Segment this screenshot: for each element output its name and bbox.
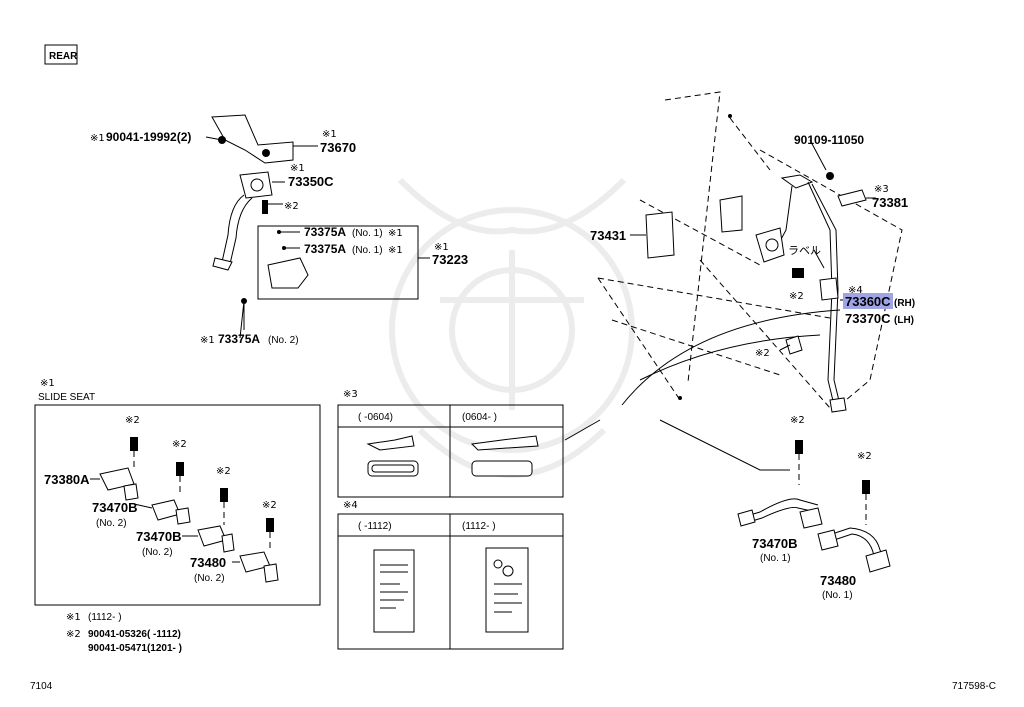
- mark-1-d: ※1: [388, 228, 403, 239]
- bolt-upper: [792, 268, 804, 278]
- watermark-logo: [389, 177, 635, 478]
- label-90041-19992: 90041-19992(2): [106, 130, 191, 144]
- mark-2-d: ※2: [790, 415, 805, 426]
- label-73470b-right: 73470B: [752, 536, 798, 551]
- mark-1-g: ※1: [200, 335, 215, 346]
- bolt-lower: [785, 335, 803, 355]
- mark-2-e: ※2: [857, 451, 872, 462]
- label-no2-b: (No. 2): [96, 518, 127, 529]
- mark-2-g: ※2: [172, 439, 187, 450]
- mark-2-c: ※2: [755, 348, 770, 359]
- label-73223: 73223: [432, 252, 468, 267]
- label-73670: 73670: [320, 140, 356, 155]
- slide-seat-parts: [90, 437, 279, 583]
- mark-1-c: ※1: [290, 163, 305, 174]
- table-3-col2: (0604- ): [462, 412, 497, 423]
- mark-2-b: ※2: [789, 291, 804, 302]
- table-3-col1: ( -0604): [358, 412, 393, 423]
- vehicle-body: [564, 91, 903, 471]
- label-73370c: 73370C: [845, 311, 891, 326]
- legend-text-1: (1112- ): [88, 612, 122, 623]
- label-no1-a: (No. 1): [352, 228, 383, 239]
- legend-text-2b: 90041-05471(1201- ): [88, 643, 182, 654]
- anchor-73223: [267, 230, 309, 289]
- legend-mark-1: ※1: [66, 612, 81, 623]
- label-no2-c: (No. 2): [142, 547, 173, 558]
- rear-tag-text: REAR: [49, 51, 78, 62]
- legend-text-2a: 90041-05326( -1112): [88, 629, 181, 640]
- label-rh: (RH): [894, 298, 915, 309]
- label-73350c: 73350C: [288, 174, 334, 189]
- label-arrow: [813, 249, 825, 269]
- buckle-73480-right: [817, 480, 891, 573]
- label-73375a-1b: 73375A: [304, 242, 346, 256]
- label-73480-left: 73480: [190, 555, 226, 570]
- bolt-90109-11050: [826, 172, 834, 180]
- mark-2-f: ※2: [125, 415, 140, 426]
- outer-belt-73360c: [755, 172, 867, 413]
- label-73470b-b: 73470B: [136, 529, 182, 544]
- bolt-73350c: [262, 200, 268, 214]
- center-belt-assembly: [211, 114, 294, 330]
- bracket-73670: [211, 114, 294, 164]
- mark-4-b: ※4: [343, 500, 358, 511]
- mark-1-h: ※1: [40, 378, 55, 389]
- mark-2-i: ※2: [262, 500, 277, 511]
- slide-seat-box: [34, 404, 321, 606]
- diagram-labels: ※1 90041-19992(2) ※1 73670 ※1 73350C ※2 …: [30, 129, 996, 692]
- mark-2-a: ※2: [284, 201, 299, 212]
- buckle-73470b-right: [737, 440, 823, 529]
- mark-3-b: ※3: [343, 389, 358, 400]
- legend-mark-2: ※2: [66, 629, 81, 640]
- mark-2-h: ※2: [216, 466, 231, 477]
- label-73381: 73381: [872, 195, 908, 210]
- box-73223: [257, 225, 419, 300]
- label-no1-d: (No. 1): [822, 590, 853, 601]
- label-jp-label: ラベル: [788, 244, 821, 257]
- label-90109-11050: 90109-11050: [794, 133, 864, 147]
- label-73380a: 73380A: [44, 472, 90, 487]
- mark-1-b: ※1: [322, 129, 337, 140]
- mark-3-a: ※3: [874, 184, 889, 195]
- footer-left: 7104: [30, 681, 53, 692]
- label-slide-seat: SLIDE SEAT: [38, 392, 95, 403]
- mark-4-a: ※4: [848, 285, 863, 296]
- footer-right: 717598-C: [952, 681, 996, 692]
- label-73480-right: 73480: [820, 573, 856, 588]
- label-no1-c: (No. 1): [760, 553, 791, 564]
- table-4: [337, 513, 564, 650]
- highlight-73360c: [843, 293, 893, 309]
- mark-1-a: ※1: [90, 133, 105, 144]
- rear-tag: REAR: [44, 44, 78, 65]
- mark-1-e: ※1: [388, 245, 403, 256]
- mark-1-f: ※1: [434, 242, 449, 253]
- label-no2-a: (No. 2): [268, 335, 299, 346]
- label-73470b-a: 73470B: [92, 500, 138, 515]
- label-73375a-1a: 73375A: [304, 225, 346, 239]
- label-73360c: 73360C: [845, 294, 891, 309]
- table-4-col2: (1112- ): [462, 521, 496, 532]
- table-3: [337, 404, 564, 498]
- label-no1-b: (No. 1): [352, 245, 383, 256]
- label-73431: [645, 195, 743, 259]
- table-4-col1: ( -1112): [358, 521, 392, 532]
- label-lh: (LH): [894, 315, 914, 326]
- label-73431: 73431: [590, 228, 626, 243]
- cover-73381: [837, 189, 867, 207]
- label-no2-d: (No. 2): [194, 573, 225, 584]
- label-73375a-2: 73375A: [218, 332, 260, 346]
